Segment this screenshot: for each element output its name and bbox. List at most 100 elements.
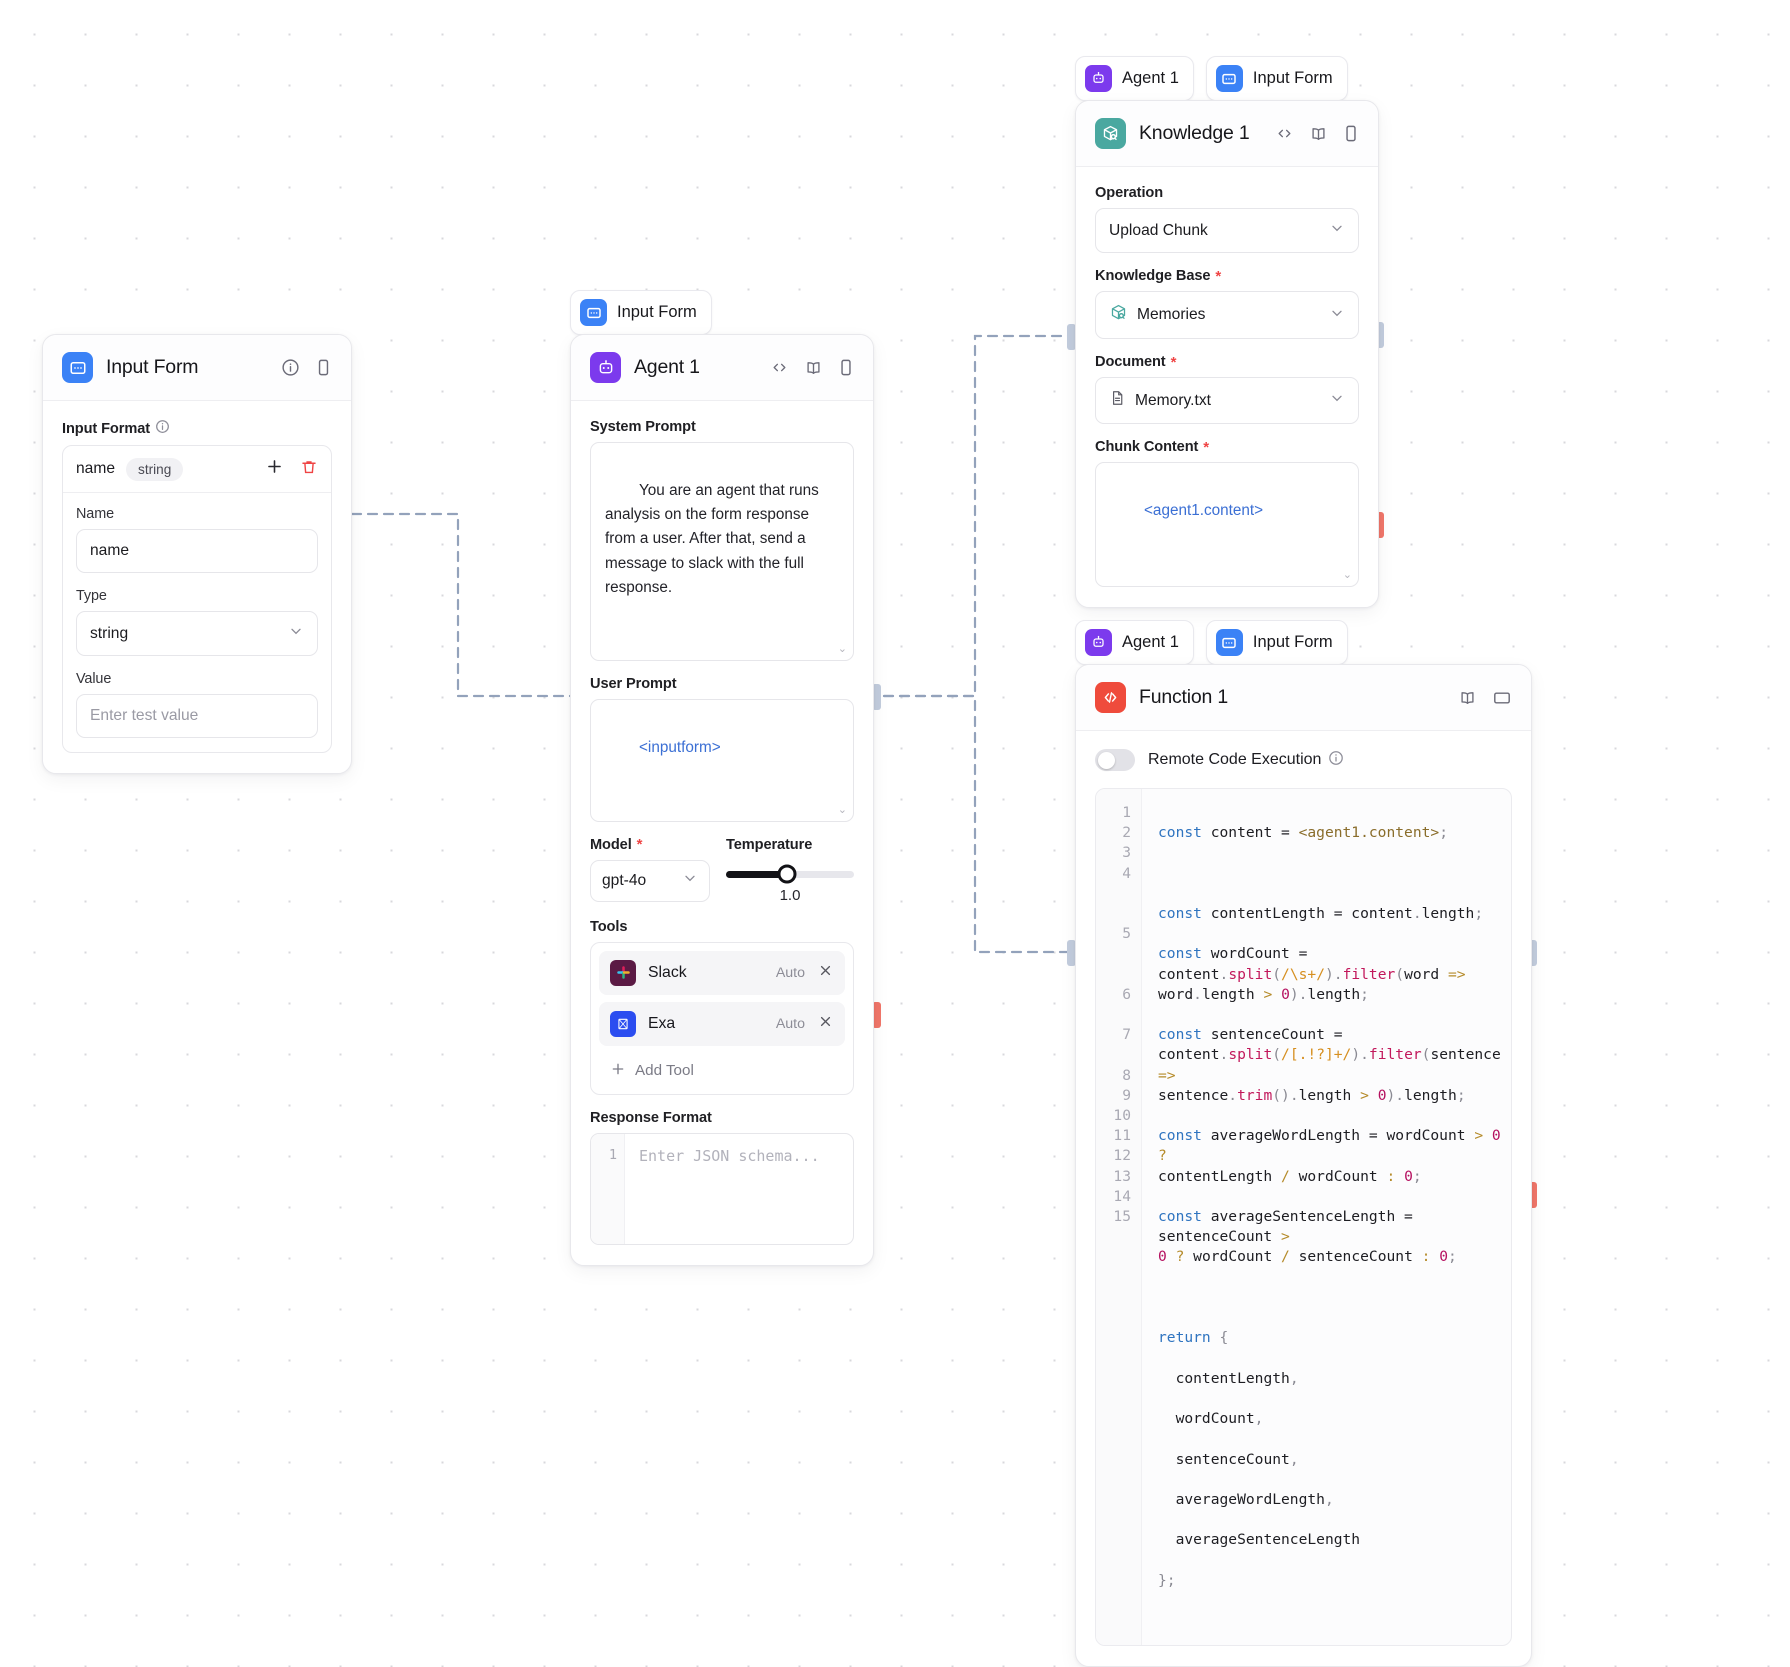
- code-line: };: [1158, 1571, 1176, 1589]
- format-row-fields: Name name Type string Value Enter test v…: [63, 493, 331, 752]
- phone-preview-icon[interactable]: [1343, 124, 1359, 143]
- code-line: const content = <agent1.content>;: [1158, 824, 1448, 842]
- chip-label: Input Form: [1252, 633, 1333, 651]
- input-form-icon: [62, 352, 93, 383]
- temperature-group: Temperature 1.0: [726, 837, 854, 904]
- info-icon[interactable]: [281, 358, 300, 377]
- tool-mode[interactable]: Auto: [775, 964, 805, 981]
- operation-select[interactable]: Upload Chunk: [1095, 208, 1359, 253]
- remove-tool-icon[interactable]: [817, 962, 834, 984]
- temperature-label: Temperature: [726, 836, 813, 853]
- code-line: [1158, 1288, 1501, 1308]
- code-line: averageSentenceLength: [1158, 1531, 1361, 1549]
- book-icon[interactable]: [804, 359, 823, 377]
- document-file-icon: [1109, 389, 1126, 412]
- chip-label: Input Form: [617, 303, 697, 321]
- user-prompt-label: User Prompt: [590, 676, 677, 693]
- code-content[interactable]: const content = <agent1.content>; const …: [1142, 789, 1511, 1645]
- expand-icon[interactable]: [1492, 690, 1512, 706]
- add-field-icon[interactable]: [265, 457, 284, 481]
- agent-output-port[interactable]: [872, 1002, 881, 1028]
- node-agent[interactable]: Agent 1 System Prompt: [570, 334, 874, 1266]
- knowledge-output-port[interactable]: [1375, 512, 1384, 538]
- system-prompt-group: System Prompt You are an agent that runs…: [590, 419, 854, 662]
- code-editor[interactable]: 1 2 3 4 5 6 7 8 9 10 11 12 13 14 15 cons…: [1095, 788, 1512, 1647]
- phone-preview-icon[interactable]: [315, 358, 332, 377]
- model-select[interactable]: gpt-4o: [590, 859, 710, 902]
- function-body: Remote Code Execution 1 2 3 4 5 6 7 8 9 …: [1076, 731, 1531, 1666]
- slack-icon: [610, 959, 636, 986]
- model-group: Model* gpt-4o: [590, 837, 710, 904]
- info-icon[interactable]: [1328, 750, 1344, 771]
- add-tool-label: Add Tool: [635, 1062, 694, 1080]
- chip-agent-1[interactable]: Agent 1: [1075, 620, 1194, 665]
- remote-code-execution-toggle[interactable]: [1095, 749, 1135, 771]
- input-format-label: Input Format: [62, 419, 332, 438]
- phone-preview-icon[interactable]: [838, 358, 854, 377]
- system-prompt-textarea[interactable]: You are an agent that runs analysis on t…: [590, 442, 854, 662]
- document-select[interactable]: Memory.txt: [1095, 377, 1359, 424]
- remove-tool-icon[interactable]: [817, 1013, 834, 1035]
- type-select[interactable]: string: [76, 611, 318, 656]
- exa-icon: [610, 1010, 636, 1037]
- code-icon[interactable]: [770, 359, 789, 376]
- book-icon[interactable]: [1309, 125, 1328, 143]
- input-form-icon: [1215, 629, 1243, 656]
- code-icon[interactable]: [1275, 125, 1294, 142]
- response-format-group: Response Format 1 Enter JSON schema...: [590, 1110, 854, 1245]
- chunk-content-textarea[interactable]: <agent1.content> ⌄: [1095, 462, 1359, 587]
- knowledge-base-group: Knowledge Base* Memories: [1095, 268, 1359, 339]
- tools-box: Slack Auto Exa Auto: [590, 941, 854, 1095]
- temperature-slider[interactable]: [726, 864, 854, 884]
- node-function[interactable]: Function 1 Remote Code Execution: [1075, 664, 1532, 1667]
- chip-input-form[interactable]: Input Form: [570, 290, 712, 335]
- chevron-down-icon: [288, 623, 304, 644]
- chevron-down-icon: [1329, 390, 1345, 411]
- function-title: Function 1: [1139, 686, 1229, 708]
- agent-right-port[interactable]: [872, 684, 881, 710]
- response-format-label: Response Format: [590, 1109, 712, 1126]
- resize-handle-icon[interactable]: ⌄: [837, 803, 847, 816]
- type-select-value: string: [90, 624, 129, 642]
- type-field-group: Type string: [76, 588, 318, 656]
- operation-group: Operation Upload Chunk: [1095, 185, 1359, 253]
- operation-select-value: Upload Chunk: [1109, 221, 1208, 239]
- tool-row[interactable]: Exa Auto: [599, 1001, 845, 1046]
- format-row-name: name: [76, 460, 116, 477]
- tool-mode[interactable]: Auto: [775, 1015, 805, 1032]
- function-output-port[interactable]: [1528, 1182, 1537, 1208]
- node-input-form[interactable]: Input Form Input Format: [42, 334, 352, 774]
- temperature-slider-knob[interactable]: [777, 864, 797, 884]
- knowledge-base-label: Knowledge Base*: [1095, 267, 1222, 285]
- value-input[interactable]: Enter test value: [76, 694, 318, 738]
- response-format-editor[interactable]: 1 Enter JSON schema...: [590, 1132, 854, 1245]
- knowledge-base-select[interactable]: Memories: [1095, 291, 1359, 339]
- delete-field-icon[interactable]: [300, 458, 318, 481]
- user-prompt-value: <inputform>: [639, 739, 721, 757]
- input-form-title: Input Form: [106, 356, 199, 378]
- name-label: Name: [76, 506, 114, 522]
- knowledge-side-port[interactable]: [1375, 322, 1384, 348]
- user-prompt-textarea[interactable]: <inputform> ⌄: [590, 699, 854, 822]
- tool-row[interactable]: Slack Auto: [599, 950, 845, 995]
- function-side-port[interactable]: [1528, 940, 1537, 966]
- system-prompt-value: You are an agent that runs analysis on t…: [605, 482, 823, 596]
- resize-handle-icon[interactable]: ⌄: [837, 643, 847, 656]
- name-input[interactable]: name: [76, 529, 318, 573]
- book-icon[interactable]: [1458, 689, 1477, 707]
- knowledge-title: Knowledge 1: [1139, 122, 1250, 144]
- input-format-info-icon[interactable]: [155, 419, 170, 438]
- plus-icon: [610, 1061, 626, 1081]
- add-tool-button[interactable]: Add Tool: [599, 1053, 845, 1086]
- knowledge-input-port[interactable]: [1067, 324, 1076, 350]
- chip-input-form[interactable]: Input Form: [1205, 620, 1348, 665]
- chip-agent-1[interactable]: Agent 1: [1075, 56, 1194, 101]
- code-line: const sentenceCount = content.split(/[.!…: [1158, 1026, 1510, 1104]
- chip-input-form[interactable]: Input Form: [1205, 56, 1348, 101]
- function-input-port[interactable]: [1067, 940, 1076, 966]
- knowledge-base-value: Memories: [1137, 306, 1206, 323]
- node-knowledge[interactable]: Knowledge 1 Operation: [1075, 100, 1379, 608]
- resize-handle-icon[interactable]: ⌄: [1342, 569, 1352, 581]
- input-format-box: name string Nam: [62, 445, 332, 753]
- type-label: Type: [76, 588, 107, 604]
